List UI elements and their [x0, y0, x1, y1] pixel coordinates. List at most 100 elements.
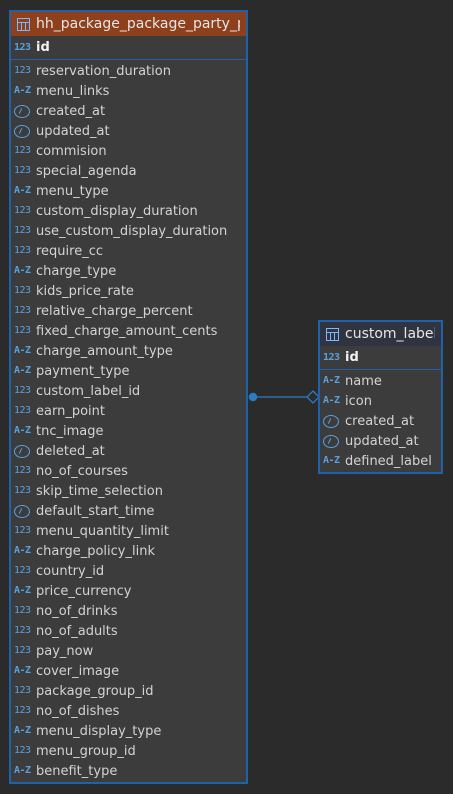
column-name: created_at	[36, 103, 106, 119]
package-column-row[interactable]: updated_at	[11, 121, 246, 141]
timestamp-type-icon	[323, 434, 339, 448]
column-name: no_of_courses	[36, 463, 128, 479]
numeric-type-icon: 123	[14, 685, 31, 696]
column-name: defined_label	[345, 453, 432, 469]
timestamp-type-icon	[323, 414, 339, 428]
column-name: pay_now	[36, 643, 94, 659]
package-column-row[interactable]: 123 country_id	[11, 561, 246, 581]
column-name: no_of_dishes	[36, 703, 120, 719]
custom-labels-entity-header[interactable]: custom_labels	[320, 322, 441, 346]
timestamp-type-icon	[14, 104, 30, 118]
package-column-row[interactable]: default_start_time	[11, 501, 246, 521]
column-name: relative_charge_percent	[36, 303, 193, 319]
custom-labels-column-row[interactable]: created_at	[320, 411, 441, 431]
numeric-type-icon: 123	[14, 565, 31, 576]
numeric-type-icon: 123	[14, 625, 31, 636]
custom-labels-primary-key-name: id	[345, 350, 359, 365]
package-column-row[interactable]: A-Z menu_display_type	[11, 721, 246, 741]
column-name: created_at	[345, 413, 415, 429]
column-name: cover_image	[36, 663, 120, 679]
package-column-row[interactable]: 123 pay_now	[11, 641, 246, 661]
text-type-icon: A-Z	[14, 725, 31, 736]
package-column-row[interactable]: created_at	[11, 101, 246, 121]
text-type-icon: A-Z	[14, 85, 31, 96]
column-name: menu_type	[36, 183, 109, 199]
column-name: skip_time_selection	[36, 483, 163, 499]
package-column-row[interactable]: 123 relative_charge_percent	[11, 301, 246, 321]
numeric-type-icon: 123	[14, 285, 31, 296]
column-name: custom_display_duration	[36, 203, 198, 219]
column-name: menu_display_type	[36, 723, 162, 739]
package-column-row[interactable]: deleted_at	[11, 441, 246, 461]
column-name: tnc_image	[36, 423, 104, 439]
numeric-type-icon: 123	[14, 305, 31, 316]
package-column-row[interactable]: 123 no_of_dishes	[11, 701, 246, 721]
column-name: charge_policy_link	[36, 543, 155, 559]
numeric-type-icon: 123	[14, 645, 31, 656]
custom-labels-column-row[interactable]: A-Z defined_label	[320, 451, 441, 471]
column-name: default_start_time	[36, 503, 155, 519]
column-name: country_id	[36, 563, 105, 579]
column-name: menu_group_id	[36, 743, 136, 759]
numeric-type-icon: 123	[14, 705, 31, 716]
column-name: fixed_charge_amount_cents	[36, 323, 218, 339]
numeric-type-icon: 123	[323, 351, 340, 363]
column-name: benefit_type	[36, 763, 118, 779]
package-primary-key-row[interactable]: 123 id	[11, 36, 246, 60]
text-type-icon: A-Z	[14, 265, 31, 276]
table-icon	[326, 327, 339, 341]
column-name: updated_at	[36, 123, 110, 139]
column-name: payment_type	[36, 363, 130, 379]
column-name: kids_price_rate	[36, 283, 134, 299]
column-name: price_currency	[36, 583, 132, 599]
package-entity-title: hh_package_package_party_pac	[36, 16, 240, 32]
package-column-row[interactable]: A-Z cover_image	[11, 661, 246, 681]
package-column-row[interactable]: A-Z charge_policy_link	[11, 541, 246, 561]
numeric-type-icon: 123	[14, 245, 31, 256]
text-type-icon: A-Z	[323, 375, 340, 386]
custom-labels-primary-key-row[interactable]: 123 id	[320, 346, 441, 370]
numeric-type-icon: 123	[14, 225, 31, 236]
column-name: charge_amount_type	[36, 343, 173, 359]
column-name: custom_label_id	[36, 383, 141, 399]
timestamp-type-icon	[14, 504, 30, 518]
custom-labels-column-row[interactable]: updated_at	[320, 431, 441, 451]
package-entity-header[interactable]: hh_package_package_party_pac	[11, 12, 246, 36]
text-type-icon: A-Z	[14, 545, 31, 556]
text-type-icon: A-Z	[323, 455, 340, 466]
column-name: menu_quantity_limit	[36, 523, 169, 539]
column-name: reservation_duration	[36, 63, 171, 79]
text-type-icon: A-Z	[14, 665, 31, 676]
package-column-row[interactable]: 123 kids_price_rate	[11, 281, 246, 301]
